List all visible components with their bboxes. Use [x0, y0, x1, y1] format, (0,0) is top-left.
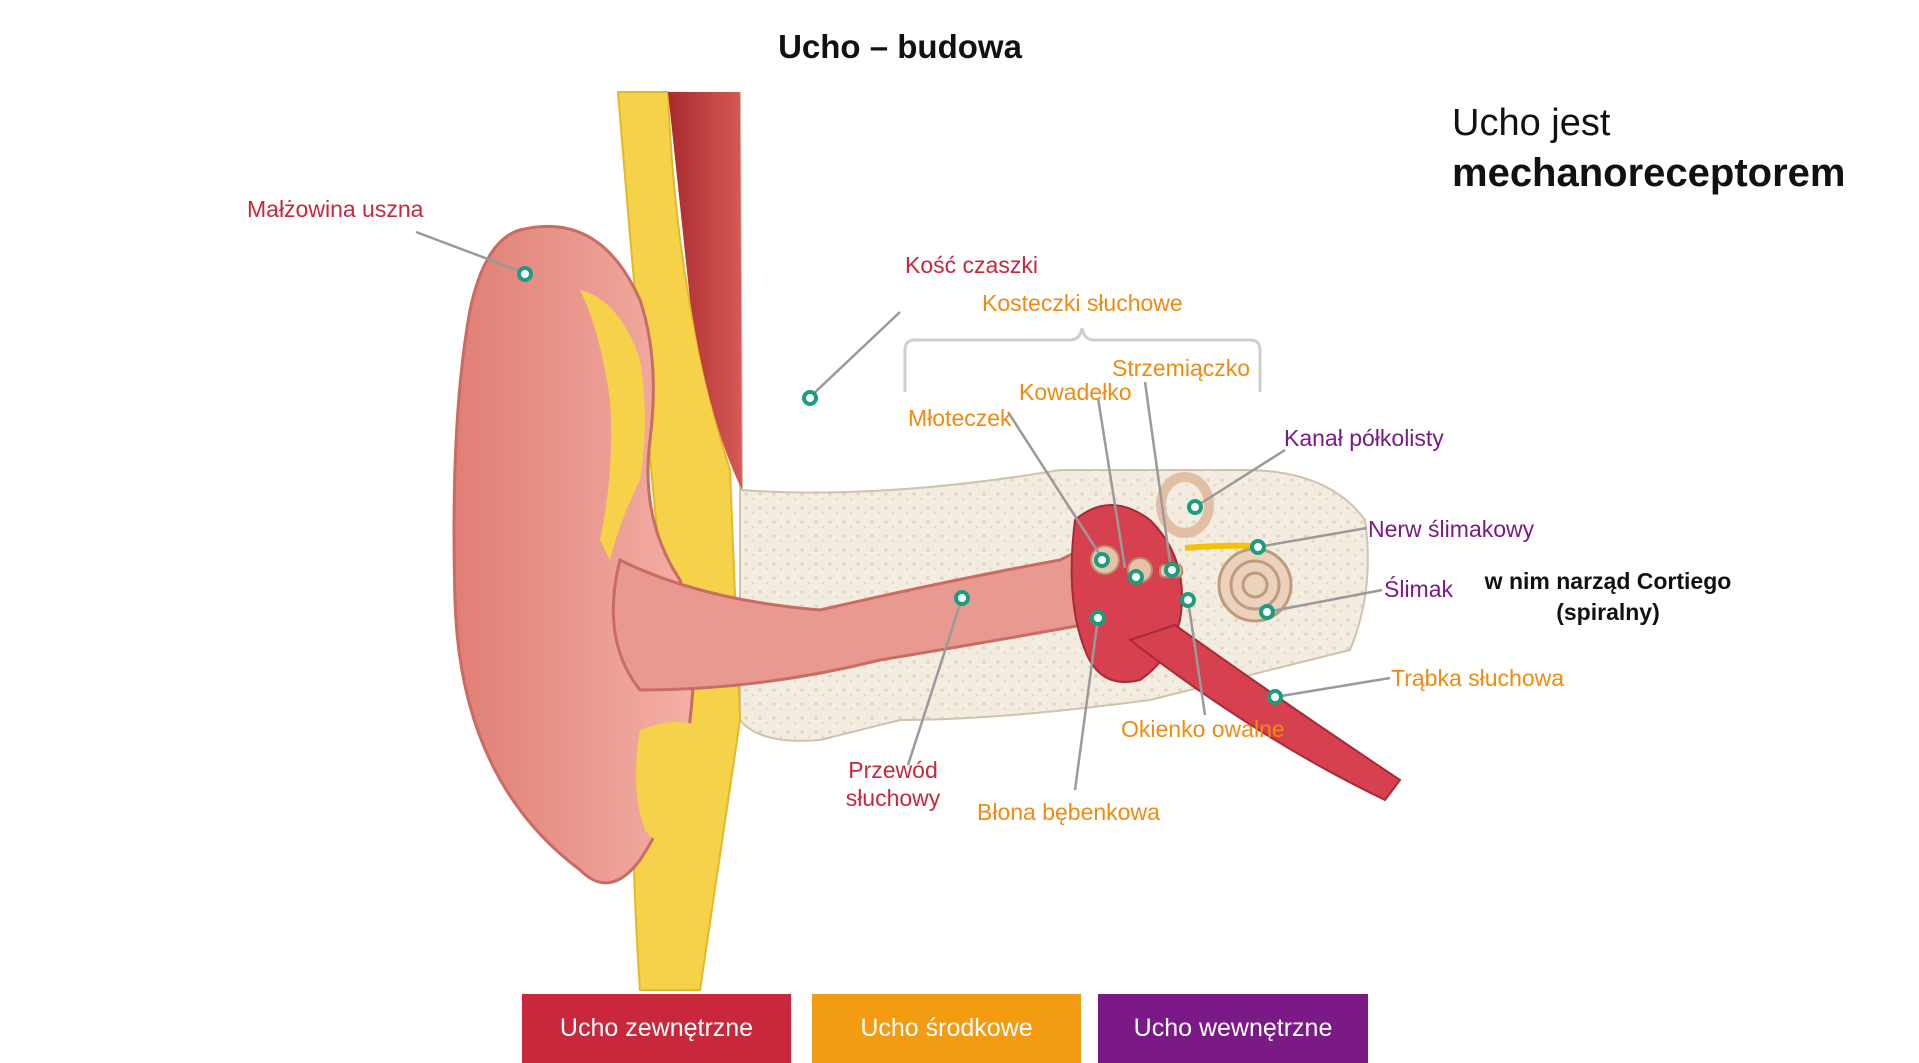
cochlea-shape: [1217, 547, 1293, 623]
label-blona: Błona bębenkowa: [977, 799, 1160, 825]
label-malzowina: Małżowina uszna: [247, 196, 424, 222]
auricle-cartilage: [580, 290, 645, 560]
legend-inner-ear: Ucho wewnętrzne: [1098, 994, 1368, 1063]
ear-canal: [611, 537, 1112, 692]
note-line-2: mechanoreceptorem: [1452, 151, 1846, 195]
cortiego-line-2: (spiralny): [1556, 599, 1660, 625]
note-line-1: Ucho jest: [1452, 102, 1611, 144]
cochlear-nerve: [1184, 542, 1259, 551]
label-nerw-slimakowy: Nerw ślimakowy: [1368, 516, 1535, 542]
label-slimak: Ślimak: [1384, 576, 1454, 602]
ossicles-bracket: [903, 327, 1262, 392]
auricle-cartilage-lower: [636, 722, 723, 848]
label-kosc-czaszki: Kość czaszki: [905, 252, 1038, 278]
muscle-layer: [668, 92, 742, 490]
label-mloteczek: Młoteczek: [908, 405, 1012, 431]
label-przewod: Przewód słuchowy: [841, 756, 945, 812]
leader-lines: [415, 230, 1391, 791]
label-kowadelko: Kowadełko: [1019, 379, 1132, 405]
markers: [517, 266, 1283, 705]
skull-bone: [739, 91, 1369, 742]
cortiego-note: w nim narząd Cortiego (spiralny): [1478, 566, 1738, 628]
label-przewod-line-1: Przewód: [848, 757, 938, 783]
label-strzemiaczko: Strzemiączko: [1112, 355, 1251, 381]
label-kosteczki: Kosteczki słuchowe: [982, 290, 1183, 316]
label-przewod-line-2: słuchowy: [845, 785, 941, 811]
cortiego-line-1: w nim narząd Cortiego: [1484, 568, 1732, 594]
label-okienko: Okienko owalne: [1121, 716, 1285, 742]
label-kanal-polkolisty: Kanał półkolisty: [1284, 425, 1444, 451]
label-trabka: Trąbka słuchowa: [1391, 665, 1565, 691]
mechanoreceptor-note: Ucho jest mechanoreceptorem: [1452, 98, 1845, 198]
legend-middle-ear: Ucho środkowe: [812, 994, 1081, 1063]
legend-outer-ear: Ucho zewnętrzne: [522, 994, 791, 1063]
page-title: Ucho – budowa: [778, 28, 1022, 65]
